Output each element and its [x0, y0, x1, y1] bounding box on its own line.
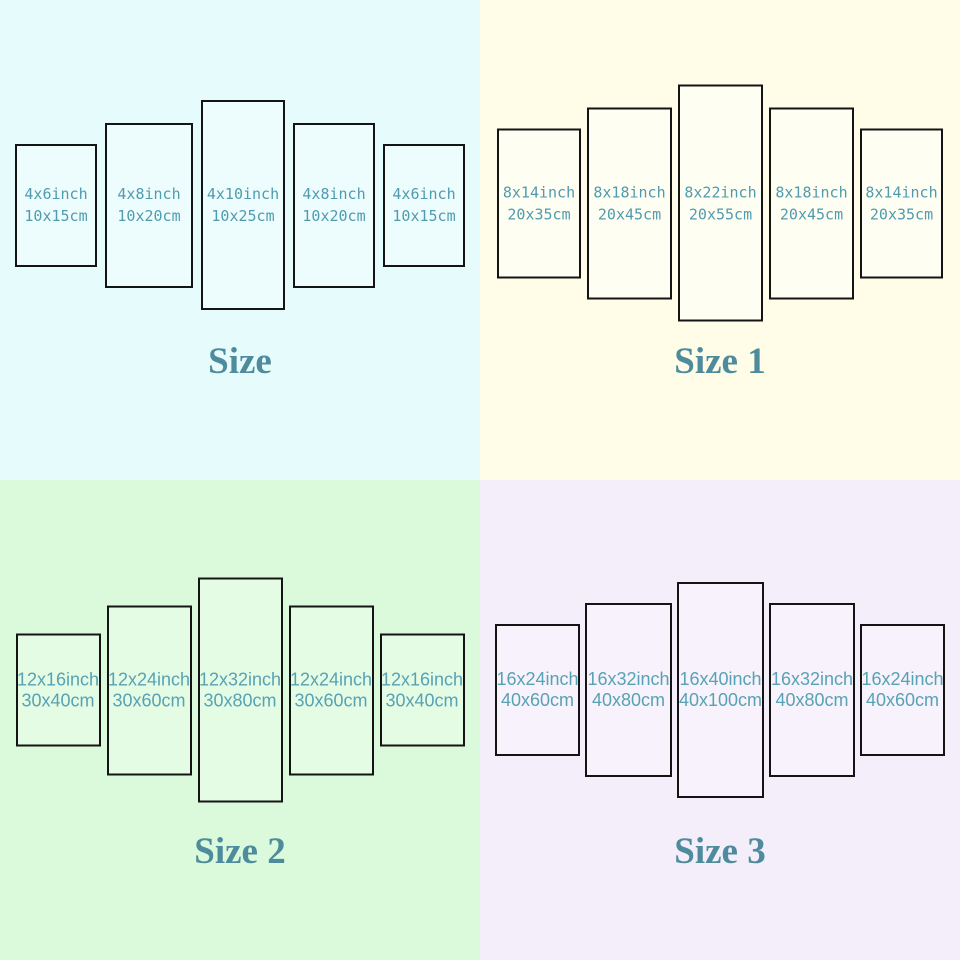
panel-cm-label: 20x55cm	[688, 205, 753, 223]
canvas-panel: 4x6inch 10x15cm	[383, 143, 465, 267]
quadrant-title: Size 3	[674, 831, 766, 872]
panel-inch-label: 12x32inch	[198, 669, 282, 689]
panel-inch-label: 16x24inch	[861, 669, 944, 689]
canvas-panel: 16x24inch 40x60cm	[860, 624, 945, 756]
panel-cm-label: 20x45cm	[597, 205, 662, 223]
canvas-panel: 8x18inch 20x45cm	[769, 107, 854, 299]
panel-inch-label: 8x22inch	[684, 183, 757, 201]
canvas-panel: 12x32inch 30x80cm	[197, 577, 283, 803]
panel-inch-label: 4x8inch	[117, 185, 181, 203]
canvas-panel: 12x16inch 30x40cm	[379, 633, 465, 747]
panel-inch-label: 12x16inch	[380, 669, 464, 689]
canvas-panel: 8x22inch 20x55cm	[678, 84, 763, 322]
canvas-panel: 12x24inch 30x60cm	[288, 605, 374, 775]
quadrant-title: Size 2	[194, 831, 286, 872]
canvas-panel: 12x16inch 30x40cm	[15, 633, 101, 747]
canvas-panel: 4x10inch 10x25cm	[201, 100, 285, 310]
canvas-panel: 4x8inch 10x20cm	[293, 122, 375, 288]
panel-row: 16x24inch 40x60cm 16x32inch 40x80cm 16x4…	[480, 582, 960, 798]
panel-cm-label: 10x15cm	[392, 207, 456, 225]
canvas-panel: 4x8inch 10x20cm	[105, 122, 193, 288]
panel-cm-label: 40x80cm	[775, 690, 849, 710]
panel-cm-label: 40x80cm	[591, 690, 666, 710]
canvas-panel: 12x24inch 30x60cm	[106, 605, 192, 775]
panel-cm-label: 30x40cm	[385, 690, 459, 710]
panel-inch-label: 12x16inch	[16, 669, 100, 689]
canvas-panel: 4x6inch 10x15cm	[15, 143, 97, 267]
panel-inch-label: 16x40inch	[679, 669, 762, 689]
panel-cm-label: 10x15cm	[24, 207, 88, 225]
panel-inch-label: 12x24inch	[289, 669, 373, 689]
canvas-panel: 8x18inch 20x45cm	[587, 107, 672, 299]
canvas-panel: 8x14inch 20x35cm	[860, 128, 943, 278]
panel-inch-label: 8x14inch	[865, 183, 938, 201]
panel-inch-label: 8x18inch	[775, 183, 848, 201]
panel-inch-label: 4x6inch	[24, 185, 88, 203]
panel-cm-label: 20x35cm	[869, 205, 934, 223]
panel-cm-label: 30x40cm	[21, 690, 95, 710]
panel-inch-label: 8x14inch	[502, 183, 576, 201]
panel-cm-label: 10x25cm	[211, 207, 275, 225]
quadrant-size-2: 12x16inch 30x40cm 12x24inch 30x60cm 12x3…	[0, 480, 480, 960]
panel-cm-label: 40x60cm	[865, 690, 940, 710]
panel-inch-label: 16x32inch	[770, 669, 854, 689]
canvas-panel: 8x14inch 20x35cm	[497, 128, 581, 278]
quadrant-size-1: 8x14inch 20x35cm 8x18inch 20x45cm 8x22in…	[480, 0, 960, 480]
panel-cm-label: 30x80cm	[203, 690, 277, 710]
panel-cm-label: 30x60cm	[294, 690, 368, 710]
panel-inch-label: 4x10inch	[206, 185, 280, 203]
panel-inch-label: 8x18inch	[593, 183, 666, 201]
panel-cm-label: 20x35cm	[507, 205, 571, 223]
panel-inch-label: 12x24inch	[107, 669, 191, 689]
quadrant-size-3: 16x24inch 40x60cm 16x32inch 40x80cm 16x4…	[480, 480, 960, 960]
canvas-panel: 16x40inch 40x100cm	[677, 582, 764, 798]
panel-row: 4x6inch 10x15cm 4x8inch 10x20cm 4x10inch…	[0, 100, 480, 310]
panel-inch-label: 4x8inch	[302, 185, 366, 203]
panel-inch-label: 16x24inch	[496, 669, 579, 689]
panel-cm-label: 10x20cm	[117, 207, 181, 225]
canvas-panel: 16x24inch 40x60cm	[495, 624, 580, 756]
panel-inch-label: 4x6inch	[392, 185, 456, 203]
panel-inch-label: 16x32inch	[587, 669, 670, 689]
quadrant-size: 4x6inch 10x15cm 4x8inch 10x20cm 4x10inch…	[0, 0, 480, 480]
quadrant-title: Size	[208, 341, 272, 382]
quadrant-title: Size 1	[674, 341, 766, 382]
panel-row: 8x14inch 20x35cm 8x18inch 20x45cm 8x22in…	[480, 84, 960, 322]
canvas-panel: 16x32inch 40x80cm	[769, 603, 855, 777]
panel-cm-label: 10x20cm	[302, 207, 366, 225]
canvas-panel: 16x32inch 40x80cm	[585, 603, 672, 777]
panel-row: 12x16inch 30x40cm 12x24inch 30x60cm 12x3…	[0, 577, 480, 803]
panel-cm-label: 40x100cm	[678, 690, 763, 710]
panel-cm-label: 20x45cm	[779, 205, 844, 223]
panel-cm-label: 40x60cm	[500, 690, 575, 710]
panel-cm-label: 30x60cm	[112, 690, 186, 710]
